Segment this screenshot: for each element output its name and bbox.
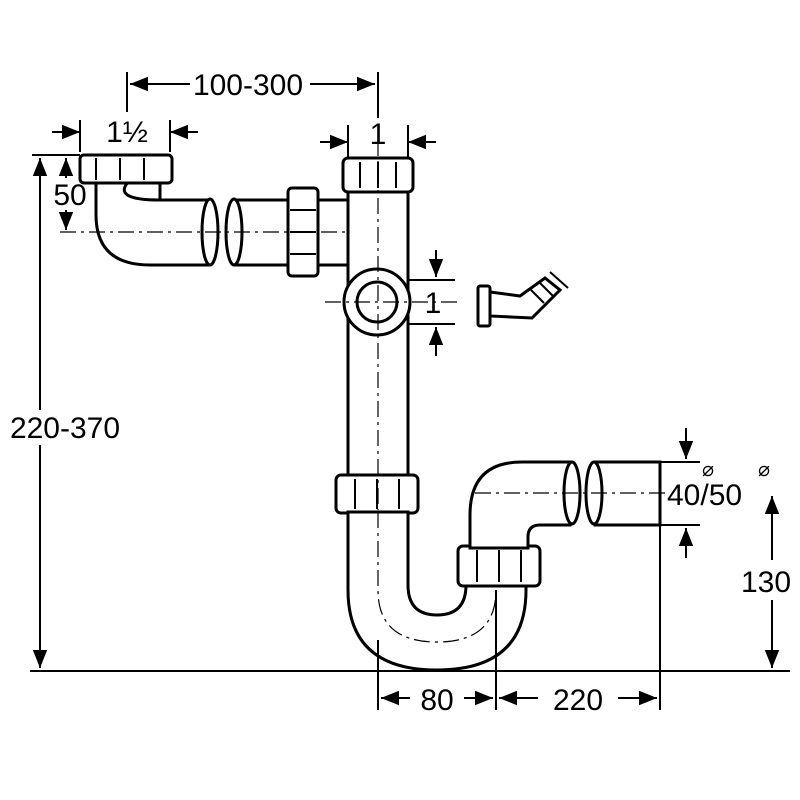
diameter-mark-2: ⌀ — [758, 459, 770, 481]
offset-label: 100-300 — [193, 69, 303, 102]
outlet-top-label: 1 — [370, 118, 387, 151]
dim-branch: 1 — [408, 250, 455, 356]
dim-trap-width: 80 — [377, 590, 497, 717]
branch-size-label: 1 — [425, 287, 442, 320]
inlet-elbow — [78, 153, 220, 267]
trap-width-label: 80 — [420, 684, 453, 717]
inlet-size-label: 1½ — [106, 116, 148, 149]
dim-overall-height: 220-370 — [10, 158, 120, 668]
outlet-height-label: 130 — [741, 566, 791, 599]
dim-offset: 100-300 — [126, 69, 379, 118]
outlet-bend — [468, 460, 662, 550]
u-trap — [346, 510, 542, 672]
dim-outlet-length: 220 — [499, 525, 661, 717]
dim-outlet-top: 1 — [320, 118, 436, 158]
diameter-mark-1: ⌀ — [702, 459, 714, 481]
overall-height-label: 220-370 — [10, 412, 120, 445]
inlet-drop-label: 50 — [53, 179, 86, 212]
side-connector-fitting — [476, 271, 569, 328]
dim-inlet-drop: 50 — [32, 154, 87, 230]
outlet-diameter-label: 40/50 — [667, 479, 742, 512]
lower-union-nut — [334, 473, 420, 515]
dim-inlet-size: 1½ — [52, 116, 198, 152]
outlet-length-label: 220 — [553, 684, 603, 717]
dim-outlet-height: 130 — [741, 496, 791, 668]
dim-outlet-diameter: 40/50 ⌀ ⌀ — [660, 428, 770, 558]
